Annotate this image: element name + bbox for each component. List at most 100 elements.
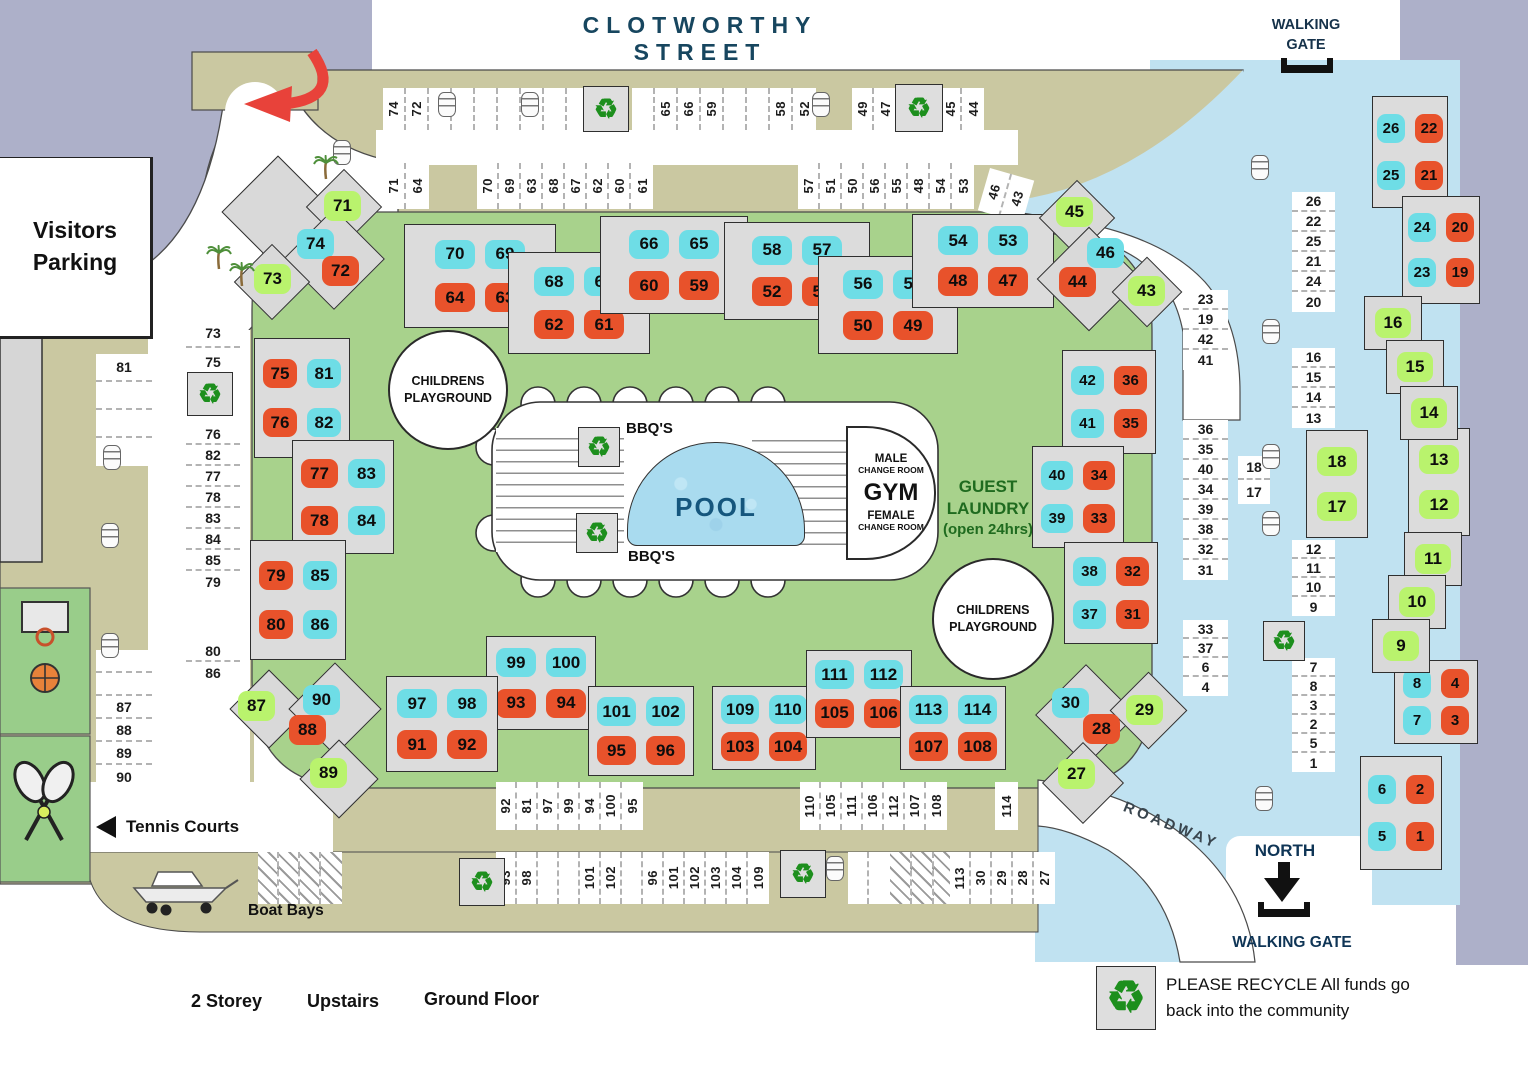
recycle-notice-text: PLEASE RECYCLE All funds go back into th…: [1166, 975, 1410, 1021]
tennis-courts-pointer: Tennis Courts: [96, 816, 239, 838]
parking-bay: 65: [655, 88, 678, 130]
boat-bays-label: Boat Bays: [248, 902, 324, 919]
unit-badge: 7: [1403, 706, 1431, 735]
unit-badge: 91: [397, 730, 437, 759]
unit-badge: 3: [1441, 706, 1469, 735]
bin-icon: [101, 523, 119, 548]
unit-badge: 97: [397, 689, 437, 718]
unit-badge: 102: [646, 697, 685, 726]
parking-bay: 40: [1183, 460, 1228, 480]
unit-badge: 68: [534, 267, 574, 296]
unit-badge: 23: [1408, 258, 1436, 287]
parking-bay-number: 45: [942, 101, 958, 117]
unit-badge: 83: [348, 459, 385, 488]
unit-badge: 38: [1073, 557, 1106, 586]
parking-bay-number: 31: [1197, 562, 1214, 578]
parking-bay: 86: [186, 662, 240, 683]
tennis-courts-label: Tennis Courts: [126, 817, 240, 836]
parking-bay: 52: [793, 88, 816, 130]
parking-bay: 45: [940, 88, 962, 130]
parking-bay: 39: [1183, 500, 1228, 520]
parking-bay-number: 103: [708, 866, 723, 890]
parking-bay-number: 49: [854, 101, 870, 117]
parking-bay: 44: [962, 88, 984, 130]
unit-badge: 60: [629, 271, 669, 301]
parking-bay: 54: [930, 163, 952, 209]
unit-badge: 36: [1114, 365, 1147, 395]
unit-badge: 113: [909, 695, 948, 724]
parking-bay-number: 40: [1197, 461, 1214, 477]
parking-bay-number: 112: [886, 794, 901, 818]
parking-bay-number: 42: [1197, 331, 1214, 347]
unit-block-single: 15: [1386, 340, 1444, 394]
parking-bay-number: 21: [1305, 253, 1322, 269]
parking-bay: 50: [842, 163, 864, 209]
unit-badge: 77: [301, 459, 338, 488]
parking-bay: 94: [580, 782, 601, 830]
unit-badge: 26: [1377, 114, 1405, 144]
parking-bay-number: 59: [704, 101, 719, 117]
bbq-label-south: BBQ'S: [628, 548, 675, 565]
unit-badge: 87: [238, 691, 275, 721]
bin-icon: [1251, 155, 1269, 180]
unit-badge: 66: [629, 229, 669, 259]
parking-bay: 28: [1013, 852, 1034, 904]
unit-badge: 109: [721, 695, 759, 724]
parking-bay: 95: [622, 782, 643, 830]
parking-bay: 33: [1183, 620, 1228, 639]
unit-badge: 11: [1415, 544, 1451, 574]
parking-bay-number: 70: [479, 178, 495, 194]
parking-bay-number: 86: [205, 664, 221, 681]
north-arrow-icon: [1264, 862, 1300, 902]
parking-bay-empty: [452, 88, 475, 130]
parking-bay-number: 19: [1197, 311, 1214, 327]
unit-badge: 9: [1383, 631, 1419, 661]
road-exit: [1037, 779, 1256, 963]
parking-bay-number: 6: [1201, 658, 1210, 675]
road-tennis-exit: [88, 782, 333, 852]
unit-badge: 54: [938, 226, 978, 256]
parking-bay-number: 81: [519, 798, 534, 814]
parking-bay: 7: [1292, 658, 1335, 677]
male-change-label: MALE: [874, 453, 908, 466]
parking-bay-number: 99: [561, 798, 576, 814]
parking-bay-number: 80: [205, 642, 221, 659]
boat-icon: [132, 871, 239, 916]
playground-line2: PLAYGROUND: [949, 620, 1037, 634]
parking-bay-number: 106: [865, 794, 880, 818]
parking-bay: 49: [852, 88, 874, 130]
playground-line1: CHILDRENS: [411, 373, 485, 388]
parking-bay-number: 66: [681, 101, 696, 117]
unit-badge: 82: [307, 408, 341, 437]
parking-bay: 51: [820, 163, 842, 209]
parking-bay-number: 79: [205, 573, 221, 590]
parking-bay-number: 13: [1305, 410, 1322, 426]
unit-badge: 35: [1114, 409, 1147, 439]
you-are-here-arrow: [244, 48, 329, 122]
parking-bay: 83: [186, 508, 240, 529]
parking-bay-number: 12: [1305, 540, 1322, 557]
parking-bay-number: 20: [1305, 294, 1322, 310]
unit-badge: 53: [988, 226, 1028, 256]
unit-badge: 5: [1368, 822, 1396, 851]
parking-bay: 85: [186, 550, 240, 571]
unit-badge: 21: [1415, 160, 1443, 190]
parking-bay-number: 14: [1305, 389, 1322, 405]
parking-bay-number: 58: [773, 101, 788, 117]
parking-bay-empty: [321, 852, 342, 904]
bin-icon: [826, 856, 844, 881]
parking-bay-empty: [890, 852, 912, 904]
unit-badge: 104: [769, 732, 807, 761]
